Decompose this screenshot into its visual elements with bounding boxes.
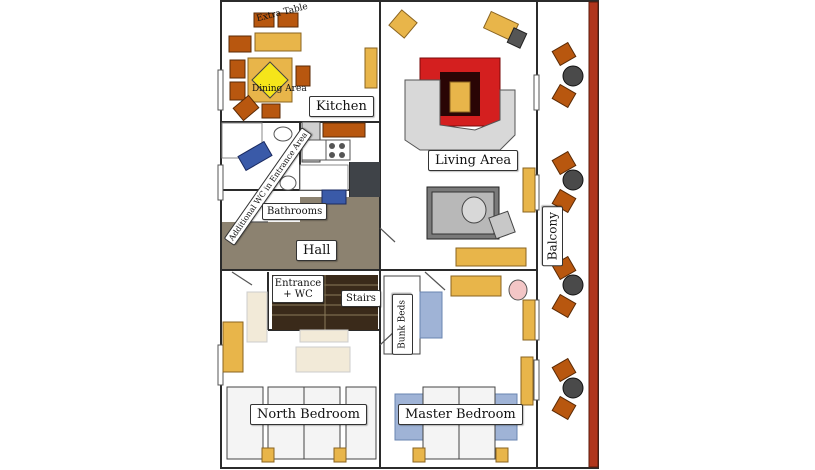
entrance-label-line1: Entrance — [274, 278, 322, 289]
hall-dark-corner — [350, 162, 380, 197]
entrance-wc-label: Entrance + WC — [272, 275, 324, 303]
dining-table-extra — [228, 12, 302, 53]
kitchen-label: Kitchen — [309, 96, 374, 117]
living-sofa — [404, 79, 516, 151]
living-area-label: Living Area — [428, 150, 519, 171]
bathrooms-label: Bathrooms — [262, 203, 328, 220]
north-bedroom-label: North Bedroom — [250, 404, 367, 425]
entrance-label-line2: + WC — [283, 289, 313, 300]
living-rug-grey — [426, 167, 536, 267]
balcony-label: Balcony — [542, 206, 563, 267]
dining-table — [229, 47, 378, 122]
hall-label: Hall — [296, 240, 338, 261]
living-chairs — [388, 9, 528, 49]
master-bedroom-label: Master Bedroom — [398, 404, 523, 425]
dining-area-label: Dining Area — [252, 84, 307, 94]
balcony-rail — [588, 1, 599, 468]
bathroom-fixtures — [221, 122, 349, 205]
stairs-label: Stairs — [341, 290, 381, 307]
bunk-beds-label: Bunk Beds — [392, 294, 413, 355]
balcony-furniture — [551, 41, 584, 421]
